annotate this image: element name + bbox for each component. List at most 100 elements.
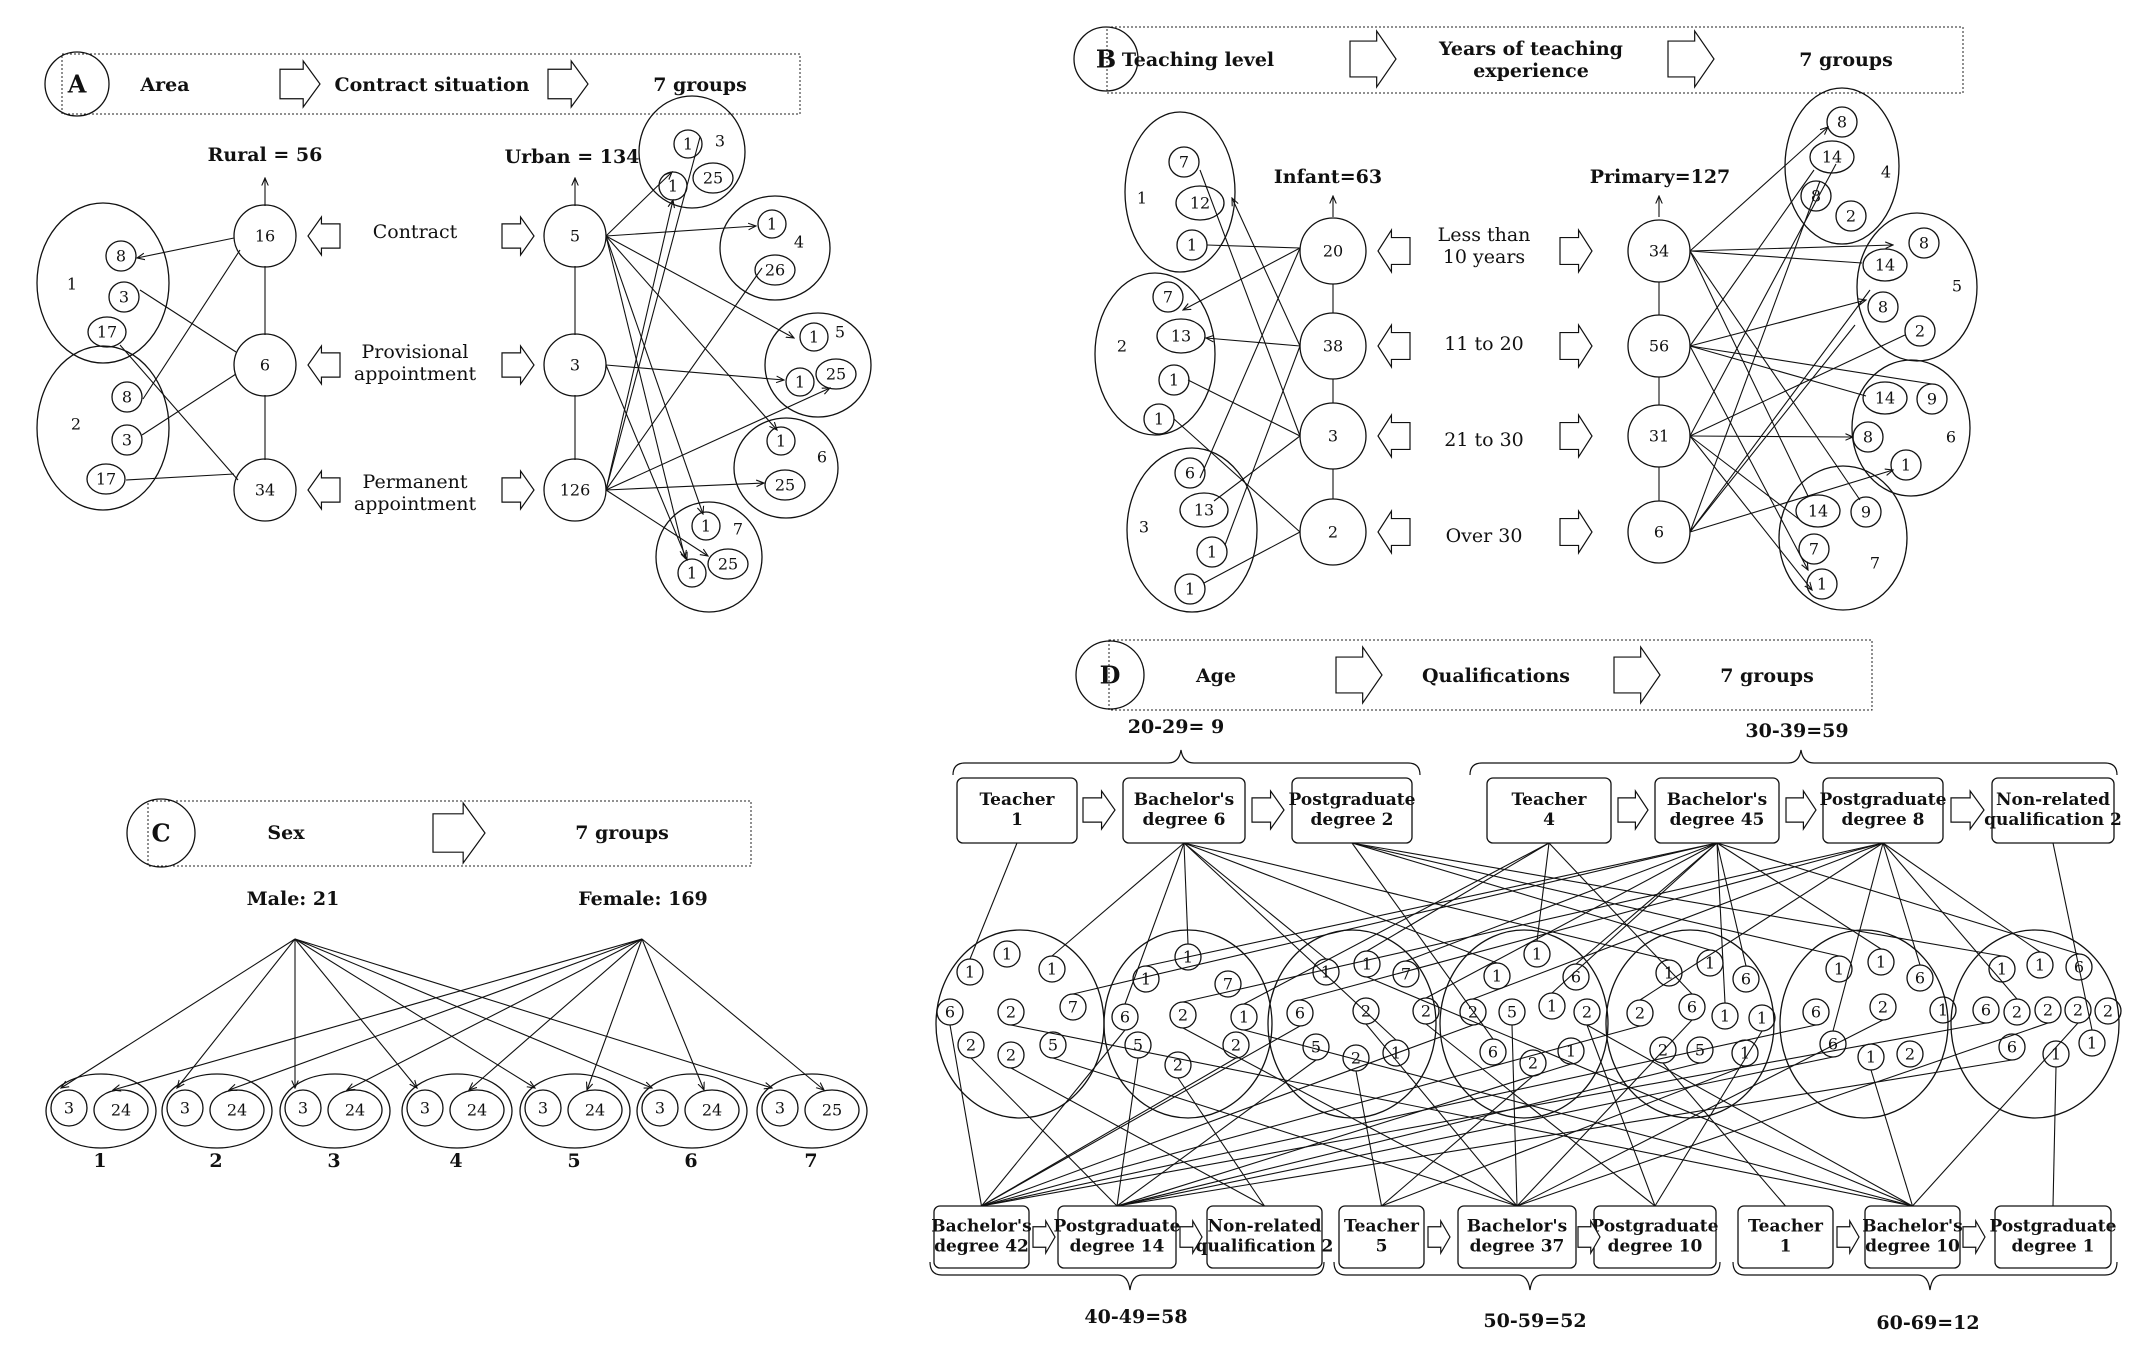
infant-edge [1203, 531, 1301, 584]
urban-edge [605, 267, 763, 491]
panel-d-age-40-49: 40-49=58 [1084, 1306, 1187, 1328]
urban-edge [605, 489, 708, 556]
panel-d-g7-6-value: 2 [2073, 1001, 2083, 1020]
panel-b-g5-2-value: 8 [1878, 298, 1888, 317]
rural-edge [139, 289, 237, 353]
panel-a-group-4-id: 4 [794, 233, 804, 252]
panel-d-bot-6-label: Teacher [1748, 1217, 1824, 1237]
panel-c-g7-female-node [804, 1089, 860, 1131]
panel-a-step-area: Area [139, 74, 189, 96]
panel-a-rural-0-node [233, 204, 297, 268]
panel-a-letter: A [67, 70, 87, 99]
panel-d-top-5-label: degree 8 [1842, 810, 1925, 830]
panel-a-rural-total: Rural = 56 [208, 144, 323, 166]
panel-b-g3-1-value: 13 [1194, 501, 1214, 520]
panel-d-g2-6-value: 2 [1231, 1036, 1241, 1055]
panel-d-age-50-59: 50-59=52 [1483, 1310, 1586, 1332]
panel-b-g7-1-node [1850, 496, 1882, 528]
panel-d-g5-0-value: 1 [1664, 964, 1674, 983]
panel-d-bottom-edge [981, 1025, 1301, 1207]
panel-d-bot-3-label: Teacher [1344, 1217, 1420, 1237]
panel-b-infant-2-value: 3 [1328, 427, 1338, 446]
panel-d-group-5 [1605, 929, 1775, 1119]
panel-d-g6-8-value: 2 [1905, 1045, 1915, 1064]
primary-edge [1689, 345, 1867, 397]
panel-c-male-total: Male: 21 [247, 888, 340, 910]
infant-edge [1206, 244, 1301, 249]
panel-a-banner [61, 53, 801, 115]
panel-c-g6-female-value: 24 [702, 1101, 722, 1120]
panel-d-top-edge [1536, 842, 1550, 942]
panel-d-bottom-edge [1516, 1019, 1693, 1207]
panel-b-category-label: 21 to 30 [1444, 429, 1524, 451]
panel-c-female-edge [347, 938, 643, 1090]
panel-a-group-2-id: 2 [71, 415, 81, 434]
panel-c-g6-male-value: 3 [655, 1099, 665, 1118]
panel-a-urban-1-value: 3 [570, 356, 580, 375]
panel-a-right-arrow [501, 344, 535, 386]
panel-d-g7-10-value: 1 [2087, 1034, 2097, 1053]
panel-b-group-7 [1778, 465, 1908, 611]
panel-d-bot-5-label: degree 10 [1608, 1237, 1703, 1257]
panel-d-bot-5-label: Postgraduate [1592, 1217, 1719, 1237]
panel-d-group-2 [1103, 929, 1273, 1119]
panel-b-group-3-id: 3 [1139, 518, 1149, 537]
primary-edge [1689, 250, 1861, 501]
panel-b-g5-1-node [1862, 248, 1908, 282]
panel-d-bottom-edge [1511, 1024, 1518, 1207]
panel-d-g4-6-value: 2 [1582, 1003, 1592, 1022]
panel-d-bottom-edge [1243, 1029, 1913, 1207]
panel-d-bottom-edge [1116, 1059, 2013, 1207]
panel-a-group-7-id: 7 [733, 520, 743, 539]
panel-d-top-2-label: degree 2 [1311, 810, 1394, 830]
infant-edge [1187, 379, 1301, 437]
panel-d-bot-0-label: Bachelor's [931, 1217, 1031, 1237]
panel-d-top-edge [1882, 842, 2018, 1000]
panel-b-letter: B [1096, 45, 1116, 74]
panel-b-g1-1-node [1175, 185, 1225, 221]
panel-a-step-contract: Contract situation [335, 74, 530, 96]
rural-edge [142, 249, 241, 400]
panel-d-age-60-69: 60-69=12 [1876, 1312, 1979, 1334]
panel-d-bot-0-label: degree 42 [934, 1237, 1029, 1257]
panel-c-male-edge [294, 938, 652, 1088]
panel-d-top-edge [1182, 842, 1884, 1003]
panel-c-female-edge [641, 938, 824, 1090]
panel-b-g3-0-node [1174, 457, 1206, 489]
panel-b-g3-1-node [1179, 492, 1229, 528]
panel-b-g5-3-value: 2 [1915, 322, 1925, 341]
panel-a-g7-1-node [677, 558, 707, 588]
panel-d-top-edge [1716, 842, 1882, 950]
panel-d-g1-5-value: 2 [1006, 1003, 1016, 1022]
panel-d-top-2-label: Postgraduate [1289, 790, 1416, 810]
panel-a-step-arrow [547, 59, 589, 109]
panel-d-g7-7-value: 2 [2103, 1002, 2113, 1021]
panel-c-group-3-id: 3 [327, 1150, 340, 1172]
panel-b-group-4-id: 4 [1881, 163, 1891, 182]
rural-edge [125, 473, 235, 481]
panel-a-right-arrow [501, 469, 535, 511]
panel-d-bottom-edge [1116, 1056, 1834, 1207]
panel-b-group-2-id: 2 [1117, 337, 1127, 356]
panel-c-g5-male-node [524, 1089, 562, 1127]
panel-d-g3-1-value: 1 [1362, 955, 1372, 974]
panel-a-g2-1-value: 3 [122, 431, 132, 450]
panel-b-g3-0-value: 6 [1185, 464, 1195, 483]
panel-d-bottom-edge [1116, 1059, 1317, 1207]
panel-d-brace-30-39 [1469, 749, 2118, 776]
panel-b-g5-1-value: 14 [1875, 256, 1895, 275]
primary-edge [1689, 289, 1871, 533]
panel-c-female-edge [587, 938, 643, 1090]
panel-b-category-label: 10 years [1443, 246, 1525, 268]
panel-a-letter-circle [44, 51, 110, 117]
panel-c-g1-female-value: 24 [111, 1101, 131, 1120]
panel-d-top-edge [969, 842, 1018, 960]
panel-a-group-1 [36, 202, 170, 364]
panel-a-g5-0-node [799, 322, 829, 352]
panel-d-top-edge [1351, 842, 1840, 957]
panel-b-g4-1-node [1809, 140, 1855, 174]
panel-d-g6-8-node [1896, 1040, 1924, 1068]
panel-b-group-3 [1126, 447, 1258, 613]
panel-b-category-label: Less than [1438, 224, 1531, 246]
primary-edge [1689, 436, 1853, 437]
